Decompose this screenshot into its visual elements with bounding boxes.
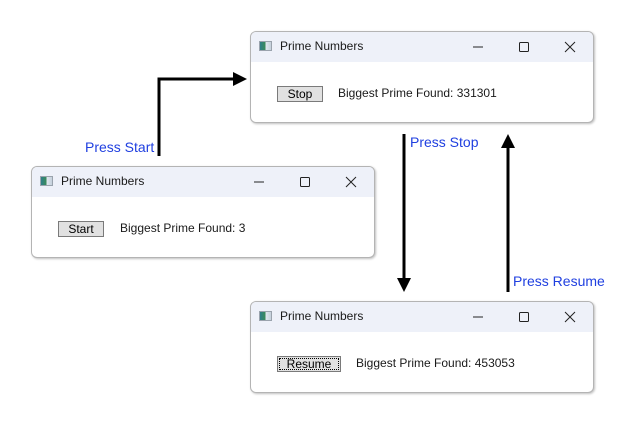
close-icon: [345, 176, 357, 188]
minimize-icon: [473, 46, 483, 48]
biggest-prime-label: Biggest Prime Found: 331301: [338, 86, 497, 100]
title-bar: Prime Numbers: [251, 32, 593, 62]
caption-press-resume: Press Resume: [513, 273, 605, 289]
title-bar: Prime Numbers: [32, 167, 374, 197]
window-title: Prime Numbers: [61, 174, 145, 188]
resume-button[interactable]: Resume: [277, 356, 341, 372]
stop-button[interactable]: Stop: [277, 86, 323, 102]
window-title: Prime Numbers: [280, 309, 364, 323]
app-icon: [40, 176, 53, 186]
window-start: Prime Numbers Start Biggest Prime Found:…: [31, 166, 375, 258]
close-icon: [564, 41, 576, 53]
app-icon: [259, 311, 272, 321]
biggest-prime-label: Biggest Prime Found: 453053: [356, 356, 515, 370]
maximize-button[interactable]: [501, 32, 547, 62]
arrow-stopped-to-running: [501, 134, 515, 292]
minimize-button[interactable]: [455, 302, 501, 332]
caption-press-start: Press Start: [85, 139, 155, 155]
maximize-button[interactable]: [501, 302, 547, 332]
close-button[interactable]: [547, 302, 593, 332]
caption-press-stop: Press Stop: [410, 134, 479, 150]
maximize-icon: [300, 177, 310, 187]
start-button[interactable]: Start: [58, 221, 104, 237]
close-button[interactable]: [547, 32, 593, 62]
minimize-button[interactable]: [236, 167, 282, 197]
minimize-button[interactable]: [455, 32, 501, 62]
close-button[interactable]: [328, 167, 374, 197]
minimize-icon: [254, 181, 264, 183]
window-running: Prime Numbers Stop Biggest Prime Found: …: [250, 31, 594, 123]
arrow-running-to-stopped: [397, 134, 411, 292]
window-stopped: Prime Numbers Resume Biggest Prime Found…: [250, 301, 594, 393]
window-title: Prime Numbers: [280, 39, 364, 53]
title-bar: Prime Numbers: [251, 302, 593, 332]
close-icon: [564, 311, 576, 323]
minimize-icon: [473, 316, 483, 318]
maximize-icon: [519, 42, 529, 52]
arrow-start-to-running: [157, 72, 247, 156]
maximize-icon: [519, 312, 529, 322]
maximize-button[interactable]: [282, 167, 328, 197]
app-icon: [259, 41, 272, 51]
biggest-prime-label: Biggest Prime Found: 3: [120, 221, 246, 235]
